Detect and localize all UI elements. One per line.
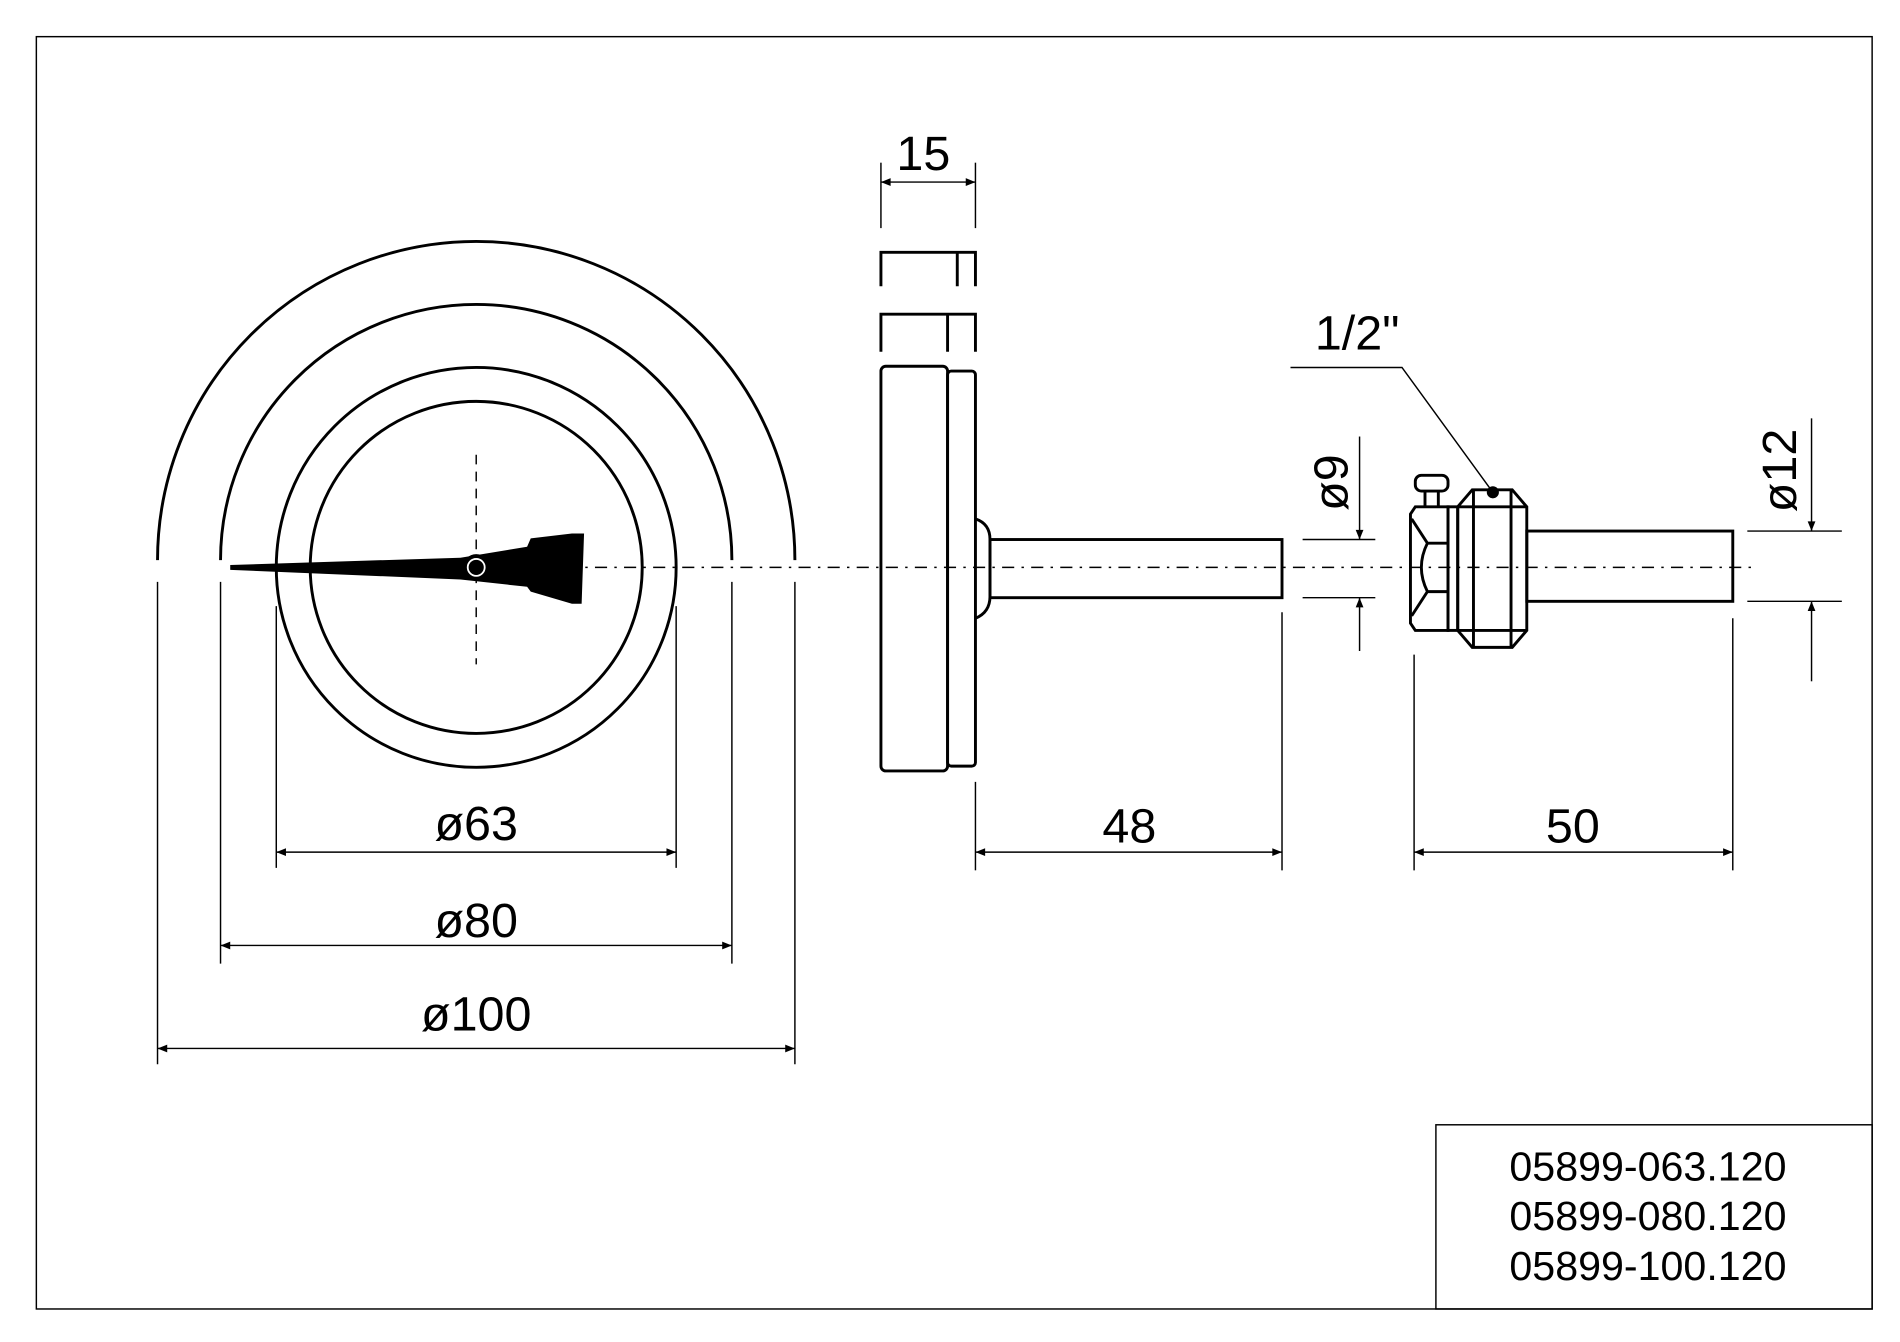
outer-ring-100 <box>156 239 797 561</box>
clamp-nut-hex <box>1410 518 1449 617</box>
dim-label-50: 50 <box>1546 799 1600 853</box>
front-view: ø63 ø80 ø100 <box>156 239 797 1065</box>
washer <box>1446 505 1460 632</box>
sleeve <box>1525 529 1735 603</box>
title-block-frame <box>1435 1124 1873 1310</box>
dim-label-12: ø12 <box>1753 429 1807 512</box>
needle-hub <box>462 554 490 581</box>
case-body <box>879 364 950 773</box>
clamp-screw-head <box>1413 473 1450 493</box>
thread-leader-line <box>1290 366 1494 493</box>
bezel <box>946 369 977 768</box>
drawing-frame <box>35 35 1873 1310</box>
stem <box>988 538 1284 600</box>
dim-label-63: ø63 <box>434 797 518 851</box>
case-variant-80 <box>879 312 977 352</box>
dim-label-100: ø100 <box>421 987 531 1041</box>
dim-label-9: ø9 <box>1304 454 1358 511</box>
stem-boss <box>974 517 992 620</box>
case-variant-100 <box>879 250 977 287</box>
clamp-screw-shank <box>1423 491 1440 507</box>
part-number: 05899-100.120 <box>1509 1243 1786 1289</box>
part-number: 05899-063.120 <box>1509 1144 1786 1190</box>
needle-hub-ring <box>466 558 486 577</box>
side-view: 15 48 ø9 <box>879 127 1376 871</box>
hex-collar <box>1456 488 1529 649</box>
ring-80 <box>219 303 734 561</box>
fitting-view: 1/2" 50 ø12 <box>1290 306 1842 871</box>
dim-label-80: ø80 <box>434 894 518 948</box>
thread-label: 1/2" <box>1315 306 1400 360</box>
part-number: 05899-080.120 <box>1509 1193 1786 1239</box>
needle <box>230 533 585 604</box>
dim-label-15: 15 <box>896 127 950 181</box>
title-block: 05899-063.120 05899-080.120 05899-100.12… <box>1435 1124 1873 1310</box>
dim-label-48: 48 <box>1102 799 1156 853</box>
hex-collar-edges <box>1457 489 1527 648</box>
